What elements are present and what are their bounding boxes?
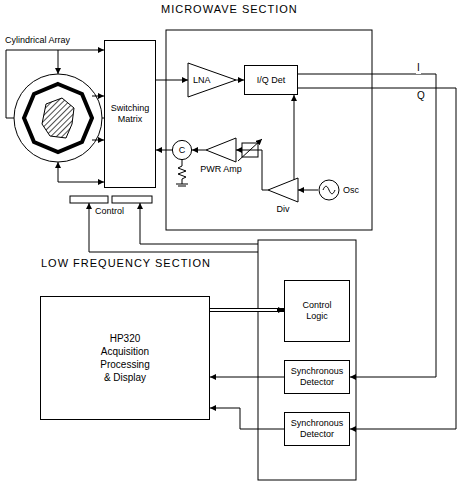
- detector-box: Synchronous Detector: [284, 360, 350, 394]
- amplifier-triangle: [206, 138, 236, 162]
- signal-connector: [156, 150, 172, 151]
- node-text: PWR Amp: [200, 164, 242, 175]
- cylindrical-array: [14, 74, 102, 162]
- node-text: I/Q Det: [257, 75, 286, 86]
- signal-connector: [298, 190, 318, 191]
- microwave-enclosure: [166, 30, 372, 230]
- oscillator-circle: [318, 179, 340, 201]
- node-text: Synchronous Detector: [291, 418, 344, 440]
- control-bar: [70, 196, 108, 203]
- node-text: HP320 Acquisition Processing & Display: [100, 332, 149, 384]
- circulator-circle: C: [172, 140, 192, 160]
- switch-box: Switching Matrix: [104, 40, 156, 188]
- logic-box: Control Logic: [284, 280, 350, 342]
- signal-label: Q: [416, 90, 426, 102]
- signal-connector: [210, 377, 284, 378]
- amplifier-triangle: PWR Amp: [206, 138, 236, 162]
- section-heading: MICROWAVE SECTION: [160, 3, 299, 16]
- low-frequency-enclosure: [258, 240, 356, 480]
- circulator-load: [176, 160, 188, 186]
- control-bar: [112, 196, 152, 203]
- node-text: LNA: [193, 75, 211, 86]
- computer-box: HP320 Acquisition Processing & Display: [40, 296, 210, 420]
- detector-box: I/Q Det: [244, 65, 298, 95]
- signal-connector: [210, 310, 284, 311]
- oscillator-symbol: Osc: [318, 178, 362, 202]
- signal-connector: [210, 408, 284, 429]
- node-text: Synchronous Detector: [291, 366, 344, 388]
- array-feed-lines: [6, 50, 104, 182]
- node-text: Control Logic: [302, 300, 331, 322]
- node-text: C: [179, 145, 186, 156]
- signal-label: I: [416, 62, 421, 74]
- divider-triangle: Div: [268, 178, 298, 202]
- node-text: Switching Matrix: [111, 103, 150, 125]
- amplifier-triangle: LNA: [188, 63, 236, 97]
- signal-connector: [294, 95, 295, 180]
- signal-label: Control: [94, 206, 125, 217]
- section-heading: LOW FREQUENCY SECTION: [40, 257, 212, 270]
- control-lines: [89, 203, 258, 252]
- node-text: Div: [277, 204, 290, 215]
- signal-connector: [192, 150, 206, 151]
- detector-box: Synchronous Detector: [284, 412, 350, 446]
- node-text: Osc: [343, 185, 359, 196]
- part-label: Cylindrical Array: [4, 35, 71, 46]
- signal-connector: [156, 80, 188, 81]
- divider-triangle: [268, 178, 298, 202]
